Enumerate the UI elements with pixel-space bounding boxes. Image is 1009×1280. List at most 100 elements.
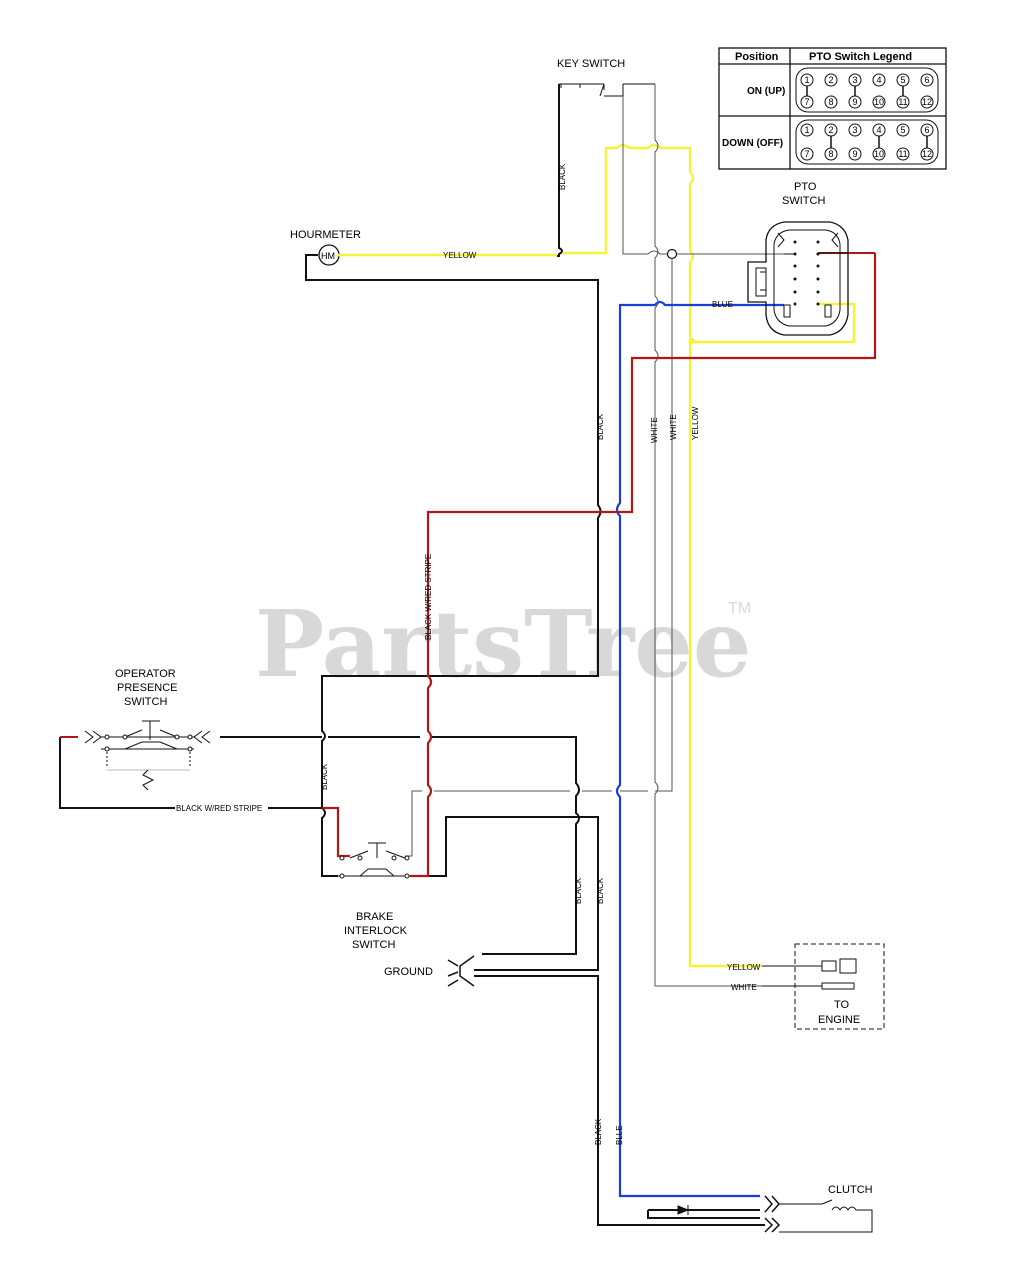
wire-label-black-main: BLACK — [596, 413, 605, 440]
legend-pin — [800, 95, 814, 109]
wire-label-black-clutch: BLACK — [594, 1118, 603, 1145]
legend-pin-number: 5 — [900, 75, 905, 85]
legend-pin — [896, 147, 910, 161]
watermark-trademark: TM — [728, 600, 751, 617]
legend-pin-grid: 1 7 2 8 3 9 4 10 5 11 6 12 1 7 2 8 3 9 4 10 5 11 6 12 — [800, 73, 934, 161]
legend-pin-number: 3 — [852, 75, 857, 85]
pto-switch-legend: Position PTO Switch Legend ON (UP) DOWN … — [718, 47, 947, 170]
legend-pin — [848, 147, 862, 161]
legend-pin-number: 8 — [828, 149, 833, 159]
operator-presence-switch: OPERATOR PRESENCE SWITCH — [84, 668, 211, 791]
hourmeter: HOURMETER HM — [290, 229, 361, 266]
legend-pin — [800, 73, 814, 87]
legend-pin-number: 3 — [852, 125, 857, 135]
legend-pin-number: 11 — [898, 149, 907, 159]
ground: GROUND — [384, 955, 475, 987]
legend-pin-number: 2 — [828, 125, 833, 135]
legend-title: PTO Switch Legend — [809, 51, 912, 63]
pto-label-line2: SWITCH — [782, 195, 825, 207]
blue-wires — [615, 300, 784, 1198]
legend-pin-number: 1 — [804, 125, 809, 135]
pto-switch: PTO SWITCH — [747, 181, 849, 336]
legend-pin-number: 12 — [922, 149, 932, 159]
wire-label-black-key: BLACK — [558, 163, 567, 190]
brake-label-line2: INTERLOCK — [344, 925, 408, 937]
wire-label-white-b: WHITE — [669, 414, 678, 440]
legend-pin — [920, 123, 934, 137]
wire-label-yellow-engine: YELLOW — [727, 963, 761, 972]
legend-pin-number: 11 — [898, 97, 907, 107]
legend-position-header: Position — [735, 51, 779, 63]
wire-label-white-a: WHITE — [650, 417, 659, 443]
legend-pin-number: 4 — [876, 75, 881, 85]
wire-label-black-ops: BLACK — [320, 763, 329, 790]
legend-pin-number: 5 — [900, 125, 905, 135]
legend-pin — [848, 73, 862, 87]
wire-label-blue-pto: BLUE — [712, 300, 733, 309]
engine-label-line2: ENGINE — [818, 1014, 860, 1026]
ops-label-line1: OPERATOR — [115, 668, 176, 680]
brake-interlock-switch: BRAKE INTERLOCK SWITCH — [338, 842, 410, 951]
legend-pin-number: 9 — [852, 149, 857, 159]
legend-pin-number: 7 — [804, 149, 809, 159]
legend-pin-number: 6 — [924, 75, 929, 85]
wire-label-black-ground-a: BLACK — [574, 877, 583, 904]
white-wires — [405, 84, 822, 987]
legend-pin-number: 9 — [852, 97, 857, 107]
clutch-label: CLUTCH — [828, 1184, 873, 1196]
legend-pin-number: 4 — [876, 125, 881, 135]
legend-row-off-label: DOWN (OFF) — [722, 138, 783, 149]
brake-label-line1: BRAKE — [356, 911, 393, 923]
hourmeter-label: HOURMETER — [290, 229, 361, 241]
red-stripe-wires — [60, 252, 877, 878]
legend-pin-number: 7 — [804, 97, 809, 107]
legend-pin-number: 2 — [828, 75, 833, 85]
legend-pin-number: 10 — [874, 97, 884, 107]
legend-row-on-label: ON (UP) — [747, 86, 785, 97]
legend-pin — [800, 123, 814, 137]
legend-pin — [872, 123, 886, 137]
yellow-wires — [338, 143, 856, 968]
legend-pin — [872, 95, 886, 109]
legend-pin — [872, 147, 886, 161]
clutch: CLUTCH — [677, 1184, 873, 1233]
legend-pin-number: 8 — [828, 97, 833, 107]
key-switch: KEY SWITCH — [557, 58, 655, 97]
legend-pin — [824, 147, 838, 161]
engine-label-line1: TO — [834, 999, 850, 1011]
wire-label-yellow-hourmeter: YELLOW — [443, 251, 477, 260]
to-engine: TO ENGINE — [762, 943, 885, 1030]
wire-label-yellow-pto: YELLOW — [691, 406, 700, 440]
legend-pin — [872, 73, 886, 87]
legend-pin-number: 6 — [924, 125, 929, 135]
legend-pin — [896, 123, 910, 137]
legend-pin — [920, 95, 934, 109]
legend-pin — [824, 73, 838, 87]
legend-pin — [920, 73, 934, 87]
wire-label-blue-clutch: BLLE — [615, 1125, 624, 1145]
wire-label-black-ground-b: BLACK — [596, 877, 605, 904]
legend-pin — [896, 95, 910, 109]
brake-label-line3: SWITCH — [352, 939, 395, 951]
ground-label: GROUND — [384, 966, 433, 978]
wire-label-white-engine: WHITE — [731, 983, 757, 992]
wire-label-black-red-stripe-horizontal: BLACK W/RED STRIPE — [176, 804, 262, 813]
legend-pin — [824, 123, 838, 137]
watermark-text: PartsTree — [255, 590, 751, 698]
legend-pin-number: 1 — [804, 75, 809, 85]
ops-label-line3: SWITCH — [124, 696, 167, 708]
legend-pin-number: 10 — [874, 149, 884, 159]
legend-pin — [896, 73, 910, 87]
pto-label-line1: PTO — [794, 181, 817, 193]
key-switch-label: KEY SWITCH — [557, 58, 625, 70]
legend-pin — [800, 147, 814, 161]
legend-pin — [848, 123, 862, 137]
hourmeter-symbol: HM — [321, 251, 335, 261]
legend-pin — [824, 95, 838, 109]
legend-pin-number: 12 — [922, 97, 932, 107]
legend-pin — [848, 95, 862, 109]
wire-label-black-red-stripe-vertical: BLACK W/RED STRIPE — [424, 554, 433, 640]
ops-label-line2: PRESENCE — [117, 682, 178, 694]
legend-pin — [920, 147, 934, 161]
